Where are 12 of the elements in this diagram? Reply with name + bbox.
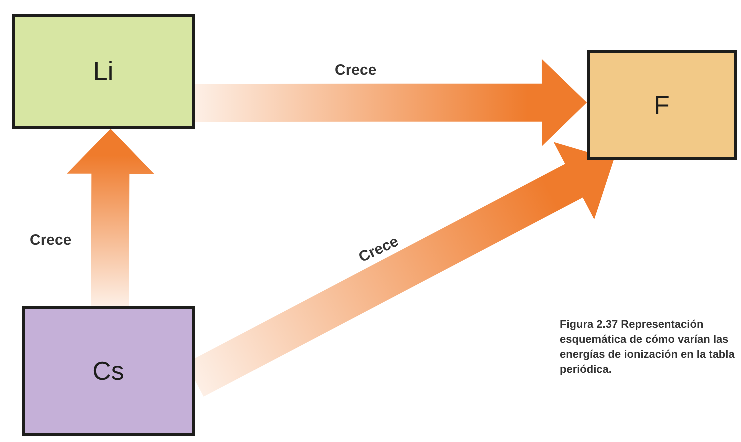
- edge-label: Crece: [30, 232, 72, 249]
- edge-label: Crece: [335, 62, 377, 79]
- element-symbol: Cs: [92, 356, 124, 386]
- edge-label: Crece: [356, 233, 402, 266]
- arrow: [66, 129, 154, 306]
- element-box: [12, 14, 195, 129]
- figure-caption: Figura 2.37 Representación esquemática de cómo varían las energías de ionización en la tabla periódica.: [560, 318, 736, 378]
- element-box: [22, 306, 195, 436]
- element-symbol: Li: [93, 56, 114, 87]
- arrow: [195, 59, 587, 147]
- element-symbol: F: [654, 90, 670, 120]
- element-box: [587, 50, 737, 160]
